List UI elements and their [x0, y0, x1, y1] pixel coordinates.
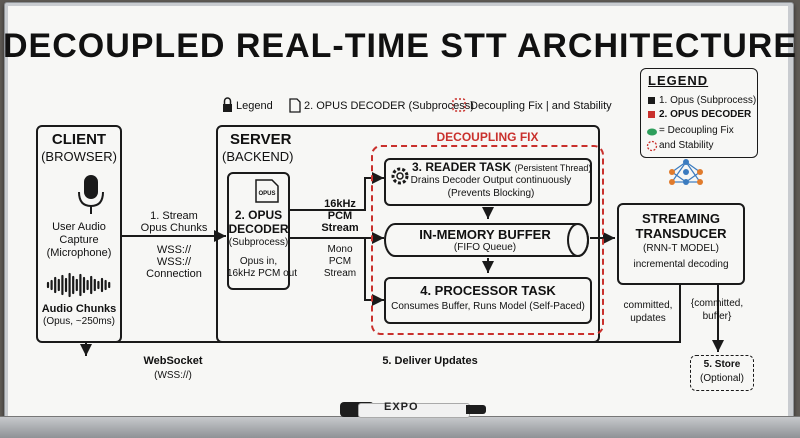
committed-buffer-1: {committed, — [690, 298, 744, 309]
processor-title: 4. PROCESSOR TASK — [420, 283, 556, 298]
whiteboard-surface — [8, 6, 788, 416]
whiteboard-tray — [0, 416, 800, 438]
committed-updates-1: committed, — [623, 300, 673, 311]
decoupling-fix-label: DECOUPLING FIX — [436, 130, 539, 144]
stream-label-5: Connection — [146, 268, 202, 280]
capture-line-3: (Microphone) — [46, 247, 112, 259]
decoder-title-1: 2. OPUS — [234, 208, 283, 222]
pcm-label-1: 16kHz — [324, 198, 356, 210]
capture-line-2: Capture — [59, 234, 99, 246]
buffer-title: IN-MEMORY BUFFER — [419, 227, 551, 242]
legend-heading: LEGEND — [648, 73, 709, 88]
processor-line-1: Consumes Buffer, Runs Model (Self-Paced) — [391, 301, 585, 312]
server-title: SERVER — [230, 131, 292, 148]
neural-network-icon — [669, 159, 703, 185]
stream-label-4: WSS:// — [156, 256, 192, 268]
transducer-title-2: TRANSDUCER — [635, 226, 727, 241]
decoder-desc-1: Opus in, — [239, 256, 278, 267]
pcm-to-reader-arrow — [290, 172, 384, 211]
buffer-sub: (FIFO Queue) — [453, 242, 517, 253]
pcm-label-5: PCM — [328, 256, 352, 267]
legend-item-4: and Stability — [659, 140, 714, 151]
websocket-label: WebSocket — [143, 355, 203, 367]
stream-label-1: 1. Stream — [150, 210, 198, 222]
processor-task-box — [384, 277, 592, 324]
dashed-square-icon — [452, 98, 466, 112]
transducer-sub: (RNN-T MODEL) — [643, 243, 719, 254]
decoder-sub: (Subprocess) — [228, 237, 289, 248]
pcm-label-4: Mono — [327, 244, 353, 255]
decoder-title-2: DECODER — [228, 222, 289, 236]
opus-decoder-box — [227, 172, 290, 290]
top-legend-item-1: Legend — [236, 100, 273, 112]
red-square-icon — [648, 111, 655, 118]
page-title: DECOUPLED REAL-TIME STT ARCHITECTURE — [2, 27, 798, 65]
server-box — [216, 125, 600, 343]
green-blob-icon — [647, 128, 657, 136]
top-legend-item-2: 2. OPUS DECODER (Subprocess) — [304, 100, 474, 112]
reader-line-2: (Prevents Blocking) — [447, 188, 535, 199]
stream-label-3: WSS:// — [156, 244, 192, 256]
pcm-label-3: Stream — [321, 222, 359, 234]
committed-updates-2: updates — [630, 313, 666, 324]
cylinder-icon — [384, 223, 589, 257]
reader-task-box — [384, 158, 592, 206]
marker-tail — [466, 405, 486, 414]
waveform-icon — [46, 272, 111, 298]
legend-item-2: 2. OPUS DECODER — [659, 109, 752, 120]
file-icon — [289, 98, 301, 113]
document-icon — [255, 179, 279, 203]
audio-chunks-sub: (Opus, ~250ms) — [43, 316, 115, 327]
decoder-desc-2: 16kHz PCM out — [227, 268, 298, 279]
lock-icon — [223, 97, 232, 112]
pcm-label-6: Stream — [323, 268, 357, 279]
whiteboard-marker[interactable]: EXPO — [340, 401, 490, 419]
store-box — [690, 355, 754, 391]
opus-icon-label: OPUS — [258, 191, 276, 197]
store-line-2: (Optional) — [700, 373, 744, 384]
reader-line-1: Drains Decoder Output continuously — [410, 175, 572, 186]
server-subtitle: (BACKEND) — [222, 149, 294, 164]
committed-buffer-2: buffer} — [702, 311, 732, 322]
websocket-sub: (WSS://) — [154, 370, 192, 381]
deliver-updates-label: 5. Deliver Updates — [382, 355, 478, 367]
top-legend-item-3: Decoupling Fix | and Stability — [470, 100, 612, 112]
reader-title: 3. READER TASK — [412, 160, 512, 174]
client-subtitle: (BROWSER) — [41, 149, 117, 164]
gear-icon — [391, 167, 409, 185]
dashed-circle-icon — [646, 140, 658, 152]
reader-title-row: 3. READER TASK (Persistent Thread) — [412, 160, 591, 174]
legend-item-3: = Decoupling Fix — [659, 125, 734, 136]
client-title: CLIENT — [51, 131, 107, 148]
reader-title-sub: (Persistent Thread) — [514, 163, 592, 173]
legend-box — [640, 68, 758, 158]
transducer-desc: incremental decoding — [633, 259, 729, 270]
decoupling-fix-region — [371, 145, 604, 335]
legend-item-1: 1. Opus (Subprocess) — [659, 95, 757, 106]
pcm-to-processor-arrow — [364, 238, 384, 306]
audio-chunks-title: Audio Chunks — [41, 303, 117, 315]
microphone-icon — [78, 175, 104, 214]
transducer-box — [617, 203, 745, 285]
capture-line-1: User Audio — [52, 221, 106, 233]
stream-label-2: Opus Chunks — [140, 222, 208, 234]
marker-brand: EXPO — [384, 401, 419, 413]
transducer-title-1: STREAMING — [642, 211, 720, 226]
store-line-1: 5. Store — [703, 359, 741, 370]
pcm-label-2: PCM — [327, 210, 353, 222]
client-box — [36, 125, 122, 343]
black-square-icon — [648, 97, 655, 104]
